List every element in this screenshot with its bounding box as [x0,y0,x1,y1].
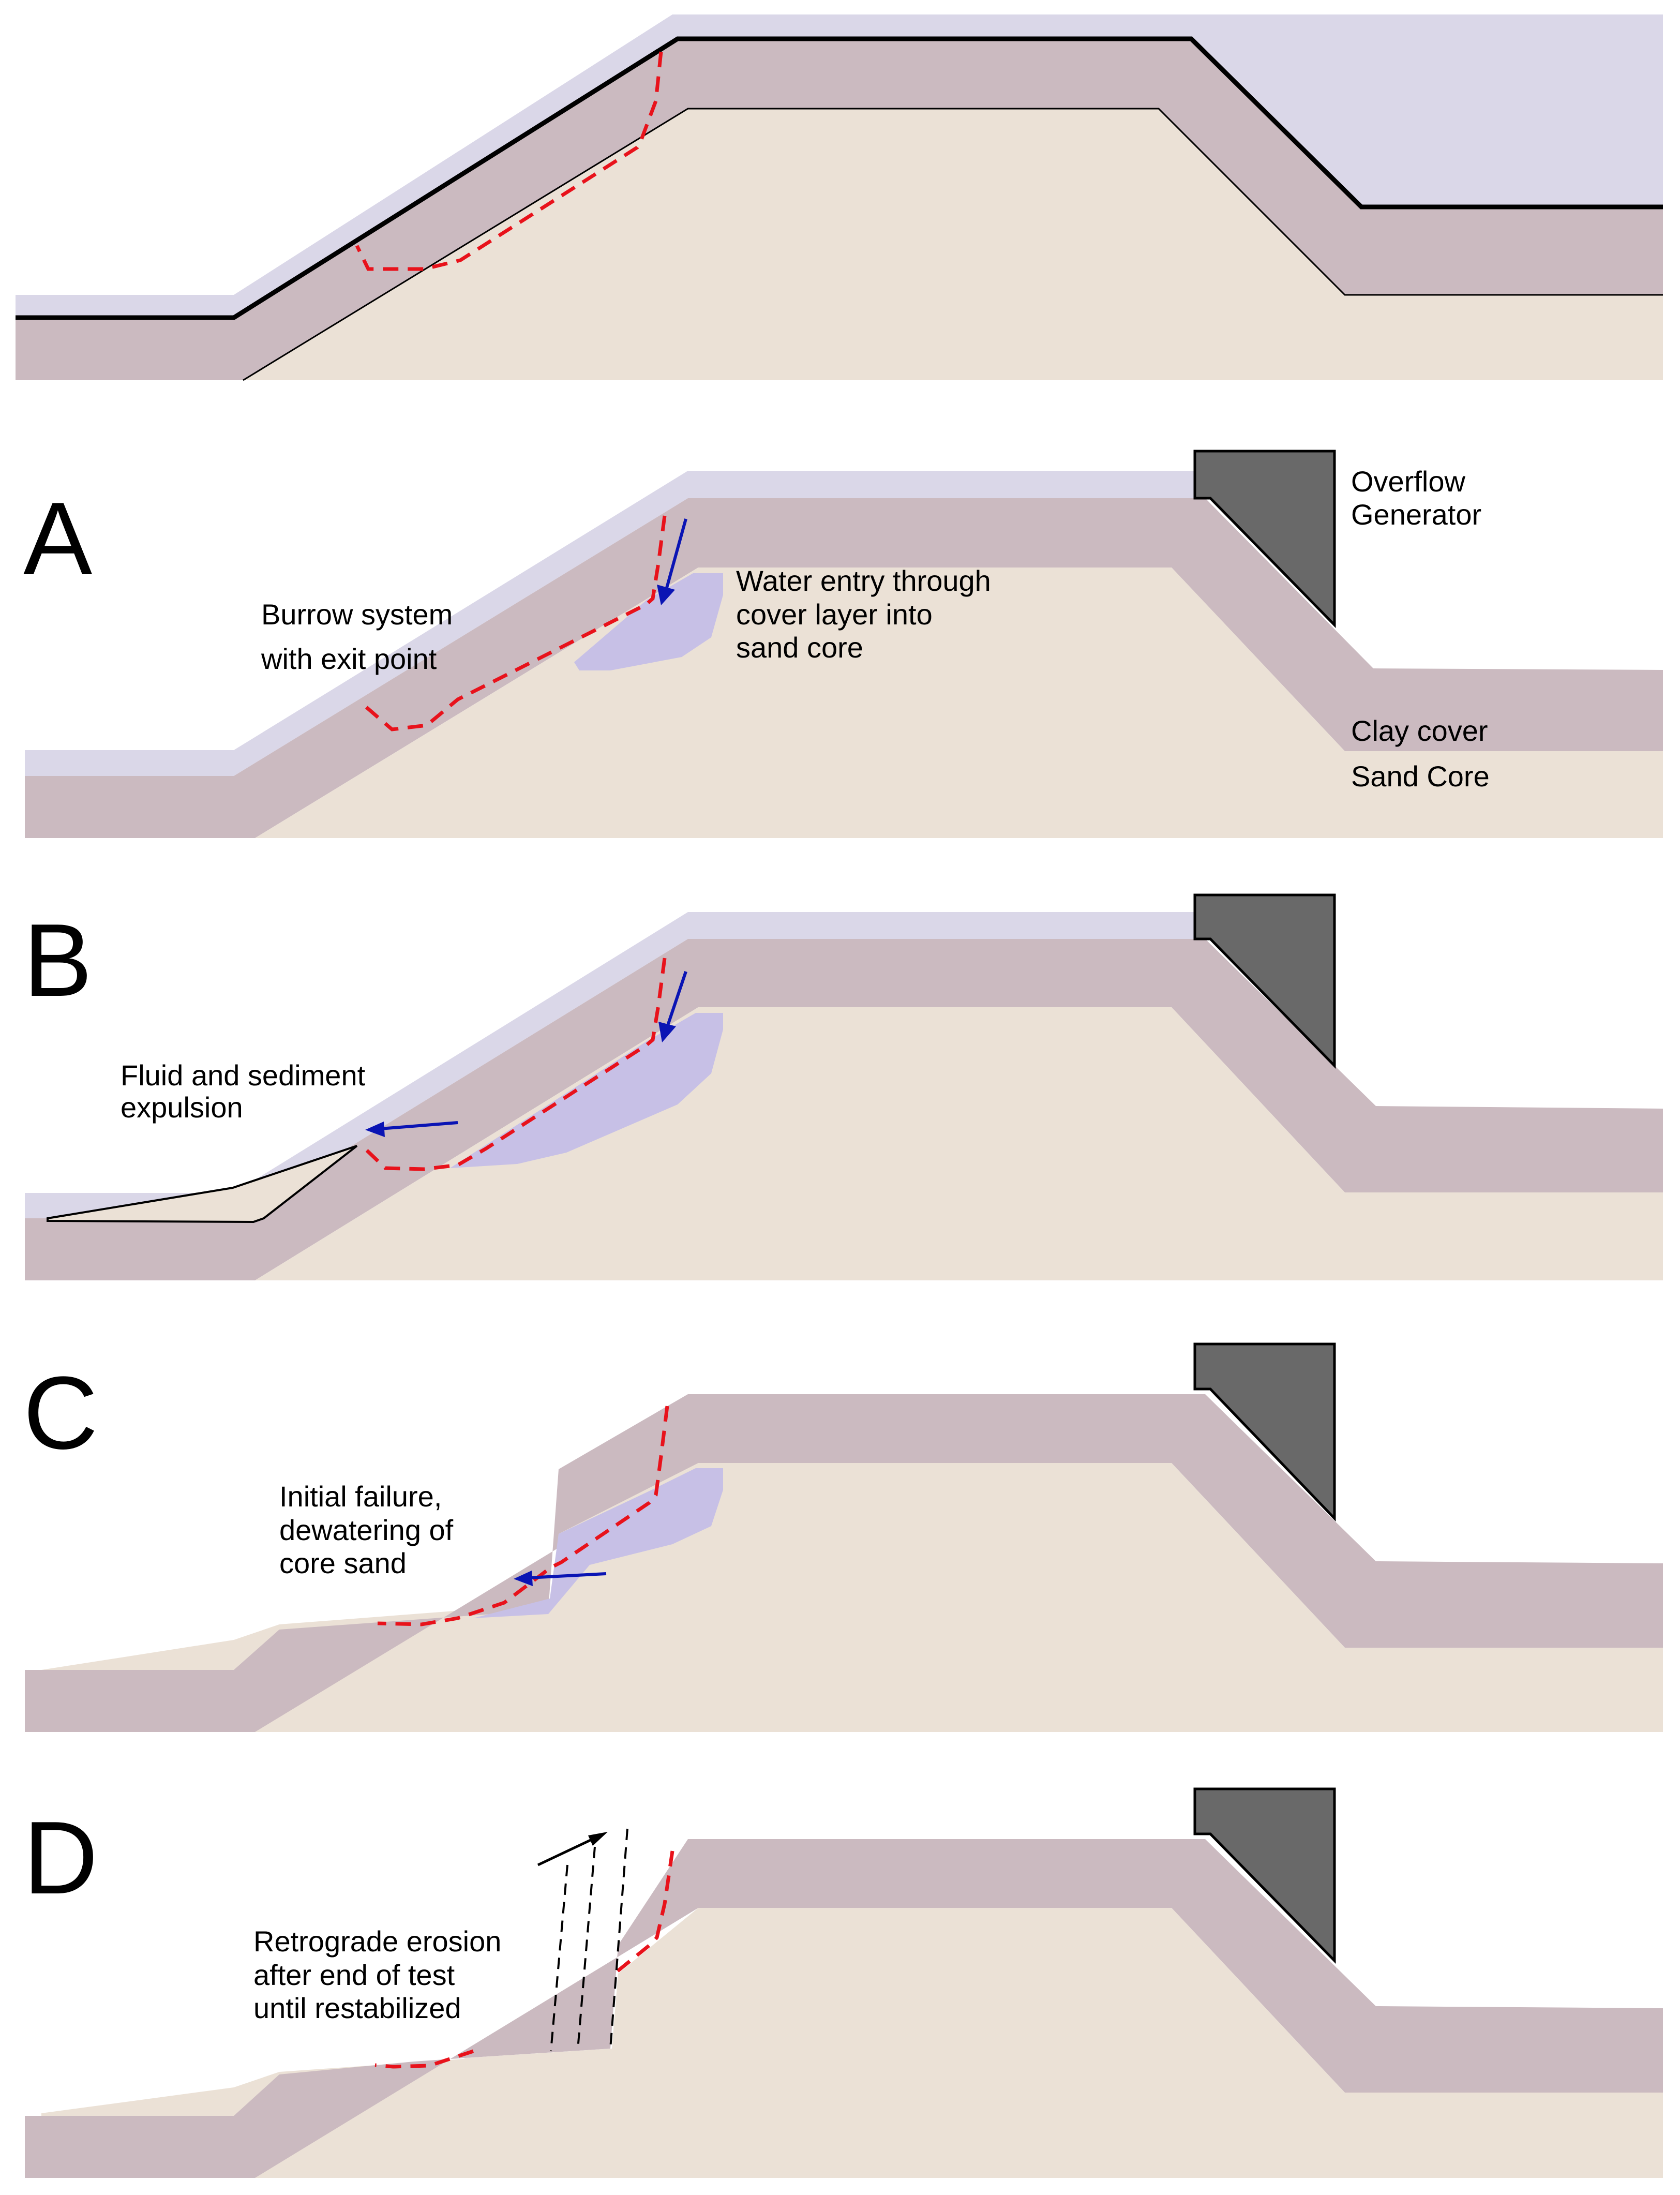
overflow-generator [1193,893,1336,1069]
overflow-generator [1193,1342,1336,1522]
overflow-water-layer [25,471,1205,776]
annotation-line: sand core [736,631,863,664]
burrow-line [355,51,663,271]
expulsion-arrow [365,1121,458,1137]
overflow-water-surface-line [16,36,1663,320]
clay-cover-layer [25,939,1663,1280]
burrow-line [377,1406,669,1626]
overflow-water-layer [25,912,1205,1218]
overflow-water-layer [16,14,1663,318]
burrow-line [361,958,667,1171]
expelled-sediment-fan [47,1145,358,1223]
water-entry-arrow [657,518,687,605]
water-entry-arrow [658,971,687,1042]
annotation-burrow-system: Burrow system with exit point [261,598,461,675]
annotation-line: Fluid and sediment [121,1059,366,1092]
annotation-line: dewatering of [279,1514,454,1546]
annotation-line: until restabilized [253,1992,461,2024]
panel-d [25,1787,1663,2178]
panel-c [25,1342,1663,1732]
annotation-initial-failure: Initial failure, dewatering of core sand [279,1480,461,1579]
annotation-clay-cover: Clay cover [1351,714,1488,747]
infiltration-zone [473,1468,723,1618]
annotation-line: Initial failure, [279,1480,442,1513]
panel-b [25,893,1663,1280]
burrow-line [613,1850,674,1975]
core-boundary-line [243,108,1663,381]
annotation-line: Retrograde erosion [253,1925,501,1958]
clay-cover-layer [25,498,1663,838]
annotation-water-entry: Water entry through cover layer into san… [736,564,999,664]
annotation-sand-core: Sand Core [1351,760,1490,793]
panel-letter-a: A [23,481,93,596]
panel-letter-c: C [23,1355,98,1471]
annotation-line: core sand [279,1547,407,1579]
panel-letter-b: B [23,903,92,1018]
annotation-overflow-generator: Overflow Generator [1351,465,1481,531]
annotation-retrograde-erosion: Retrograde erosion after end of test unt… [253,1925,509,2024]
panel-overview [16,14,1663,381]
annotation-line: cover layer into [736,598,933,631]
retrograde-direction-arrow [537,1832,608,1867]
annotation-line: Burrow system [261,598,453,631]
annotation-line: Overflow [1351,465,1465,498]
annotation-line: expulsion [121,1091,243,1124]
clay-cover-layer [25,1394,1663,1732]
infiltration-zone [450,1013,723,1168]
annotation-line: Water entry through [736,564,991,597]
sand-core [243,109,1663,380]
sand-core [255,1908,1663,2178]
dewatering-arrow [514,1571,607,1586]
burrow-line [361,515,667,731]
burrow-line-remnant [374,2049,474,2069]
clay-cover-layer [25,1839,1663,2178]
annotation-line: after end of test [253,1959,455,1991]
annotation-line: Generator [1351,498,1481,531]
annotation-fluid-expulsion: Fluid and sediment expulsion [121,1059,373,1124]
annotation-line: with exit point [261,643,437,675]
clay-cover-layer [16,39,1663,380]
overflow-generator [1193,450,1336,629]
overflow-generator [1193,1787,1336,1964]
retrograde-scarp-lines [550,1828,628,2052]
infiltration-zone [574,573,723,670]
panel-letter-d: D [23,1800,98,1916]
panel-a [25,450,1663,838]
